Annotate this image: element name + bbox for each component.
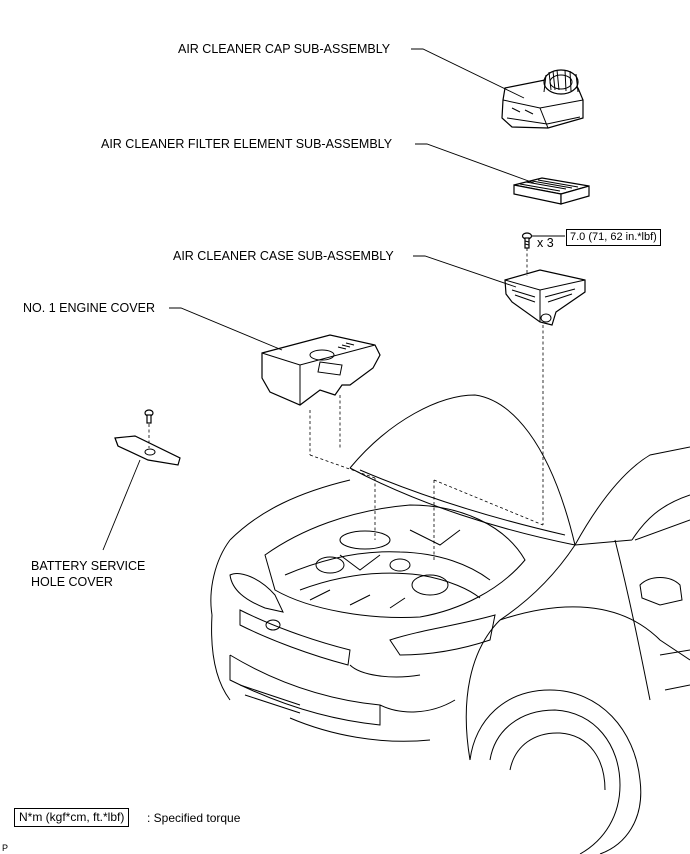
- filter-element-drawing: [513, 177, 590, 205]
- case-bolt-drawing: [521, 232, 565, 249]
- battery-cover-label-line1: BATTERY SERVICE: [31, 559, 146, 573]
- battery-cover-drawing: [114, 409, 181, 466]
- leader-lines: [102, 48, 535, 551]
- legend-description: : Specified torque: [147, 811, 241, 825]
- assembly-dashed-lines: [309, 248, 544, 560]
- battery-cover-label-line2: HOLE COVER: [31, 575, 113, 589]
- page-corner-mark: P: [2, 843, 9, 853]
- engine-cover-label: NO. 1 ENGINE COVER: [23, 301, 155, 315]
- vehicle-drawing: [210, 394, 690, 854]
- air-cleaner-case-label: AIR CLEANER CASE SUB-ASSEMBLY: [173, 249, 394, 263]
- air-cleaner-case-drawing: [504, 269, 586, 326]
- filter-element-label: AIR CLEANER FILTER ELEMENT SUB-ASSEMBLY: [101, 137, 393, 151]
- air-cleaner-cap-label: AIR CLEANER CAP SUB-ASSEMBLY: [178, 42, 391, 56]
- bolt-quantity: x 3: [537, 236, 554, 250]
- air-cleaner-cap-drawing: [501, 69, 584, 129]
- torque-spec-box: 7.0 (71, 62 in.*lbf): [566, 229, 661, 246]
- legend-torque-box: N*m (kgf*cm, ft.*lbf): [14, 808, 130, 827]
- engine-cover-drawing: [261, 334, 381, 406]
